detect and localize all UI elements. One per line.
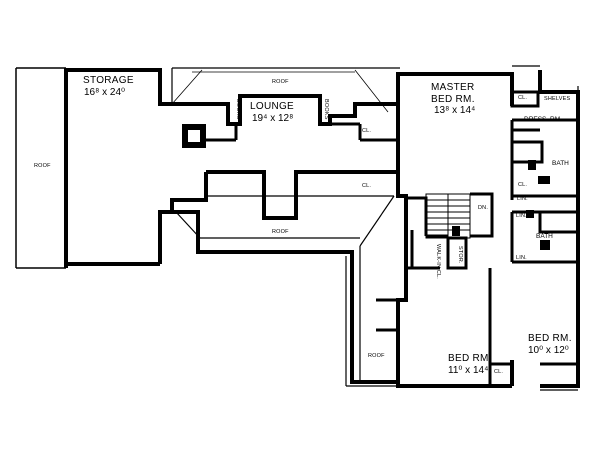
books-left-label: BOOKS bbox=[235, 99, 241, 120]
linen2-label: LIN. bbox=[516, 213, 527, 219]
closet-master-label: CL. bbox=[518, 95, 528, 101]
stair-walls bbox=[406, 192, 494, 270]
roof-bottom-label: ROOF bbox=[368, 353, 385, 359]
closet-bed3-label: CL. bbox=[494, 369, 504, 375]
top-roof-band bbox=[171, 67, 400, 126]
stair-post bbox=[452, 226, 460, 236]
closet-lounge-label: CL. bbox=[362, 128, 372, 134]
linen3-label: LIN. bbox=[516, 255, 527, 261]
bath2-name: BATH bbox=[536, 233, 553, 240]
master-dims: 13⁸ x 14⁴ bbox=[434, 105, 476, 116]
roof-middle-label: ROOF bbox=[272, 229, 289, 235]
closet-dress-label: CL. bbox=[518, 182, 528, 188]
bed2-dims: 11⁰ x 14⁴ bbox=[448, 365, 489, 376]
lounge-dims: 19⁴ x 12⁸ bbox=[252, 113, 294, 124]
down-label: DN. bbox=[478, 205, 489, 211]
dress-room-name: DRESS. RM. bbox=[524, 116, 562, 123]
storage-name: STORAGE bbox=[83, 75, 134, 86]
left-roof-strip bbox=[15, 67, 160, 269]
middle-roof-lines bbox=[175, 176, 398, 387]
storage-room-walls bbox=[66, 68, 208, 264]
bath1-name: BATH bbox=[552, 160, 569, 167]
bath-fixtures bbox=[526, 160, 550, 250]
bed3-name: BED RM. bbox=[528, 333, 572, 344]
books-right-label: BOOKS bbox=[323, 99, 329, 120]
walkin-closet-label: WALK-IN CL. bbox=[435, 244, 441, 280]
bed3-dims: 10⁰ x 12⁰ bbox=[528, 345, 569, 356]
bedroom-partitions bbox=[376, 230, 578, 386]
closet-mid-label: CL. bbox=[362, 183, 372, 189]
roof-left-label: ROOF bbox=[34, 163, 51, 169]
linen1-label: LIN. bbox=[517, 196, 528, 202]
storage-closet-label: STOR. bbox=[457, 246, 463, 264]
mid-corridor-walls bbox=[172, 104, 408, 384]
master-name-line1: MASTER bbox=[431, 82, 475, 93]
lounge-name: LOUNGE bbox=[250, 101, 295, 112]
staircase bbox=[425, 193, 471, 239]
master-suite-walls bbox=[510, 90, 580, 264]
bed2-name: BED RM. bbox=[448, 353, 492, 364]
lounge-walls bbox=[206, 122, 398, 142]
right-wing-roof-edge bbox=[512, 65, 579, 391]
storage-dims: 16⁸ x 24⁰ bbox=[84, 87, 126, 98]
roof-top-label: ROOF bbox=[272, 79, 289, 85]
master-name-line2: BED RM. bbox=[431, 94, 475, 105]
shelves-label: SHELVES bbox=[544, 96, 571, 102]
